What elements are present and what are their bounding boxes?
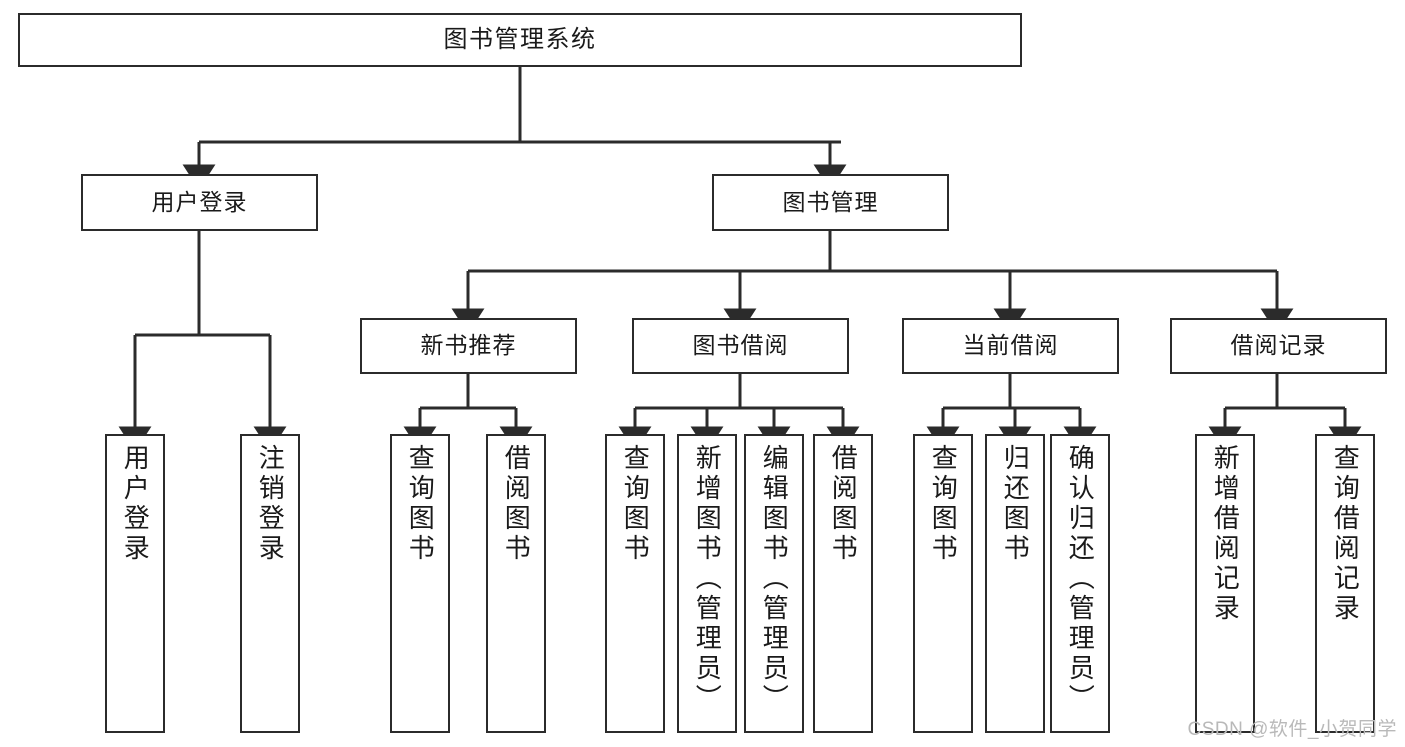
node-new-book-recommend[interactable]: 新书推荐 bbox=[360, 318, 577, 374]
node-query-book-2[interactable]: 查询图书 bbox=[605, 434, 665, 733]
csdn-watermark: CSDN @软件_小贺同学 bbox=[1187, 719, 1397, 740]
node-root-label: 图书管理系统 bbox=[443, 25, 597, 53]
node-add-book-label: 新增图书（管理员） bbox=[692, 444, 723, 714]
node-book-management-label: 图书管理 bbox=[782, 188, 879, 215]
node-add-book[interactable]: 新增图书（管理员） bbox=[677, 434, 737, 733]
node-edit-book-label: 编辑图书（管理员） bbox=[759, 444, 790, 714]
node-book-management[interactable]: 图书管理 bbox=[712, 174, 949, 231]
node-add-borrow-record[interactable]: 新增借阅记录 bbox=[1195, 434, 1255, 733]
node-add-borrow-record-label: 新增借阅记录 bbox=[1210, 444, 1241, 624]
node-query-book-3[interactable]: 查询图书 bbox=[913, 434, 973, 733]
node-book-borrow[interactable]: 图书借阅 bbox=[632, 318, 849, 374]
node-borrow-book-1[interactable]: 借阅图书 bbox=[486, 434, 546, 733]
node-user-login-leaf[interactable]: 用户登录 bbox=[105, 434, 165, 733]
node-confirm-return-label: 确认归还（管理员） bbox=[1065, 444, 1096, 714]
node-query-borrow-record-label: 查询借阅记录 bbox=[1330, 444, 1361, 624]
node-return-book[interactable]: 归还图书 bbox=[985, 434, 1045, 733]
node-return-book-label: 归还图书 bbox=[1000, 444, 1031, 564]
node-borrow-record-label: 借阅记录 bbox=[1230, 332, 1327, 359]
node-query-borrow-record[interactable]: 查询借阅记录 bbox=[1315, 434, 1375, 733]
node-query-book-1[interactable]: 查询图书 bbox=[390, 434, 450, 733]
node-current-borrow-label: 当前借阅 bbox=[962, 332, 1059, 359]
node-user-login[interactable]: 用户登录 bbox=[81, 174, 318, 231]
node-logout-leaf-label: 注销登录 bbox=[255, 444, 286, 564]
node-current-borrow[interactable]: 当前借阅 bbox=[902, 318, 1119, 374]
node-user-login-leaf-label: 用户登录 bbox=[120, 444, 151, 564]
node-query-book-3-label: 查询图书 bbox=[928, 444, 959, 564]
node-user-login-label: 用户登录 bbox=[151, 188, 248, 215]
node-confirm-return[interactable]: 确认归还（管理员） bbox=[1050, 434, 1110, 733]
node-borrow-book-2-label: 借阅图书 bbox=[828, 444, 859, 564]
node-borrow-record[interactable]: 借阅记录 bbox=[1170, 318, 1387, 374]
node-root[interactable]: 图书管理系统 bbox=[18, 13, 1022, 67]
node-borrow-book-2[interactable]: 借阅图书 bbox=[813, 434, 873, 733]
node-query-book-2-label: 查询图书 bbox=[620, 444, 651, 564]
node-borrow-book-1-label: 借阅图书 bbox=[501, 444, 532, 564]
node-query-book-1-label: 查询图书 bbox=[405, 444, 436, 564]
node-new-book-recommend-label: 新书推荐 bbox=[420, 332, 517, 359]
node-book-borrow-label: 图书借阅 bbox=[692, 332, 789, 359]
node-edit-book[interactable]: 编辑图书（管理员） bbox=[744, 434, 804, 733]
node-logout-leaf[interactable]: 注销登录 bbox=[240, 434, 300, 733]
